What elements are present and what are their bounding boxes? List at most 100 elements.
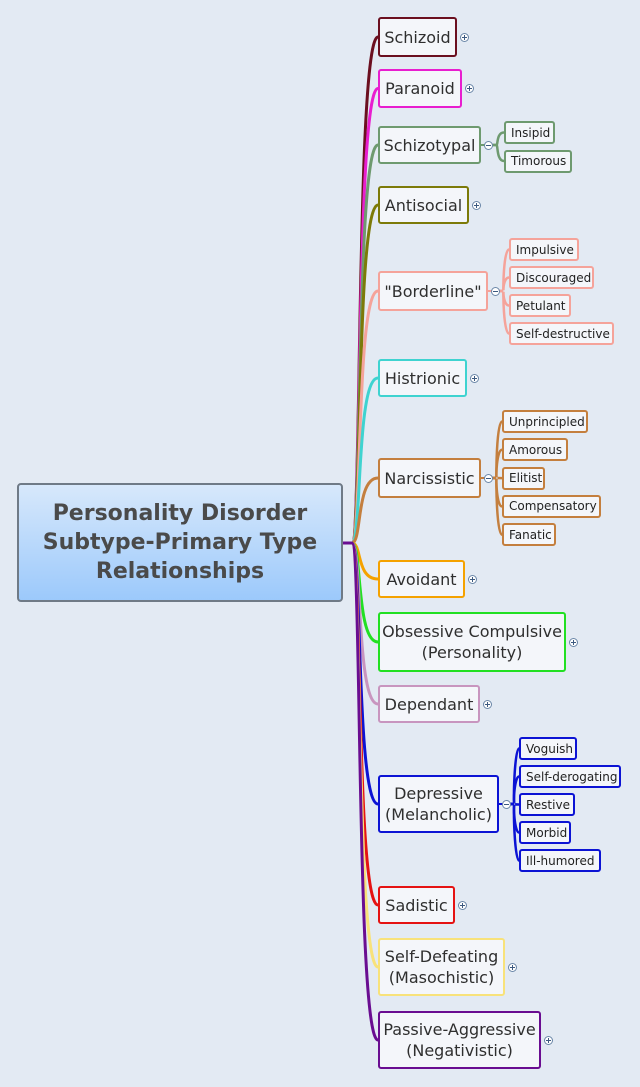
topic-paranoid[interactable]: Paranoid — [378, 69, 462, 108]
topic-label-line: Depressive — [394, 784, 483, 803]
connector-narcissistic — [341, 476, 380, 545]
topic-label: Self-Defeating (Masochistic) — [385, 946, 498, 988]
topic-borderline[interactable]: "Borderline" — [378, 271, 488, 311]
subtopic-connector — [491, 476, 504, 536]
topic-avoidant[interactable]: Avoidant — [378, 560, 465, 598]
subtopic-label: Discouraged — [516, 270, 592, 285]
subtopic-unprincipled[interactable]: Unprincipled — [502, 410, 588, 433]
topic-label: Obsessive Compulsive (Personality) — [382, 621, 562, 663]
topic-label: Narcissistic — [384, 468, 474, 489]
expand-antisocial-icon[interactable] — [472, 200, 481, 210]
topic-label-line: Paranoid — [385, 79, 455, 98]
expand-sadistic-icon[interactable] — [458, 900, 467, 910]
subtopic-self-derogating[interactable]: Self-derogating — [519, 765, 621, 788]
collapse-depressive-icon[interactable] — [502, 799, 511, 809]
topic-obsessive-compulsive[interactable]: Obsessive Compulsive (Personality) — [378, 612, 566, 672]
collapse-borderline-icon[interactable] — [491, 286, 500, 296]
topic-sadistic[interactable]: Sadistic — [378, 886, 455, 924]
central-topic-text: Personality Disorder Subtype-Primary Typ… — [43, 499, 317, 586]
subtopic-elitist[interactable]: Elitist — [502, 466, 545, 490]
subtopic-timorous[interactable]: Timorous — [504, 149, 572, 173]
subtopic-compensatory[interactable]: Compensatory — [502, 494, 601, 518]
topic-label: "Borderline" — [384, 281, 481, 302]
subtopic-fanatic[interactable]: Fanatic — [502, 523, 556, 547]
subtopic-label: Self-derogating — [526, 769, 618, 784]
subtopic-connector — [509, 775, 521, 806]
subtopic-label: Insipid — [511, 125, 551, 140]
subtopic-voguish[interactable]: Voguish — [519, 737, 577, 760]
subtopic-self-destructive[interactable]: Self-destructive — [509, 322, 614, 345]
topic-schizoid[interactable]: Schizoid — [378, 17, 457, 57]
topic-label: Histrionic — [385, 368, 460, 389]
topic-label-line: Schizoid — [384, 27, 451, 47]
subtopic-petulant[interactable]: Petulant — [509, 294, 571, 317]
central-topic-line: Subtype-Primary Type — [42, 530, 318, 555]
topic-label-line: Sadistic — [385, 895, 448, 915]
subtopic-label: Unprincipled — [509, 414, 585, 429]
subtopic-connector — [509, 802, 521, 862]
expand-avoidant-icon[interactable] — [468, 574, 477, 584]
expand-passive-aggressive-icon[interactable] — [544, 1035, 553, 1045]
topic-antisocial[interactable]: Antisocial — [378, 186, 469, 224]
connector-avoidant — [341, 541, 380, 581]
topic-narcissistic[interactable]: Narcissistic — [378, 458, 481, 498]
subtopic-label: Fanatic — [509, 527, 552, 542]
topic-label-line: (Personality) — [421, 643, 523, 662]
subtopic-amorous[interactable]: Amorous — [502, 438, 568, 462]
topic-label-line: "Borderline" — [384, 281, 482, 301]
subtopic-label: Self-destructive — [516, 326, 610, 341]
subtopic-connector — [498, 289, 511, 335]
topic-depressive[interactable]: Depressive(Melancholic) — [378, 775, 499, 833]
subtopic-connector — [491, 143, 506, 163]
subtopic-label: Ill-humored — [526, 853, 595, 868]
topic-label: Antisocial — [385, 195, 462, 216]
topic-label-line: (Negativistic) — [406, 1041, 513, 1060]
topic-label: Schizoid — [384, 27, 450, 48]
collapse-schizotypal-icon[interactable] — [484, 140, 493, 150]
subtopic-label: Restive — [526, 797, 570, 812]
subtopic-restive[interactable]: Restive — [519, 793, 575, 816]
topic-self-defeating[interactable]: Self-Defeating (Masochistic) — [378, 938, 505, 996]
topic-passive-aggressive[interactable]: Passive-Aggressive(Negativistic) — [378, 1011, 541, 1069]
central-topic[interactable]: Personality Disorder Subtype-Primary Typ… — [17, 483, 343, 602]
topic-label-line: Obsessive Compulsive — [382, 622, 562, 641]
collapse-narcissistic-icon[interactable] — [484, 473, 493, 483]
subtopic-ill-humored[interactable]: Ill-humored — [519, 849, 601, 872]
topic-label-line: Self-Defeating — [384, 947, 499, 966]
topic-label-line: Dependant — [384, 694, 474, 714]
topic-label: Schizotypal — [384, 135, 476, 156]
subtopic-label: Compensatory — [509, 499, 597, 514]
expand-dependant-icon[interactable] — [483, 699, 492, 709]
subtopic-label: Timorous — [511, 154, 567, 168]
topic-label-line: Histrionic — [384, 368, 461, 388]
topic-label-line: Antisocial — [384, 195, 463, 215]
subtopic-label: Voguish — [526, 741, 574, 756]
subtopic-morbid[interactable]: Morbid — [519, 821, 571, 844]
subtopic-connector — [498, 276, 511, 293]
expand-schizoid-icon[interactable] — [460, 32, 469, 42]
topic-label: Dependant — [385, 694, 474, 715]
subtopic-label: Morbid — [526, 825, 568, 840]
subtopic-connector — [491, 131, 506, 147]
expand-histrionic-icon[interactable] — [470, 373, 479, 383]
subtopic-impulsive[interactable]: Impulsive — [509, 238, 579, 261]
subtopic-discouraged[interactable]: Discouraged — [509, 266, 594, 289]
topic-label-line: Avoidant — [386, 569, 457, 589]
topic-label-line: Narcissistic — [384, 468, 475, 488]
topic-label: Paranoid — [385, 78, 455, 99]
topic-dependant[interactable]: Dependant — [378, 685, 480, 723]
topic-label: Depressive(Melancholic) — [385, 783, 492, 825]
topic-schizotypal[interactable]: Schizotypal — [378, 126, 481, 164]
expand-self-defeating-icon[interactable] — [508, 962, 517, 972]
expand-obsessive-compulsive-icon[interactable] — [569, 637, 578, 647]
expand-paranoid-icon[interactable] — [465, 84, 474, 93]
subtopic-label: Impulsive — [516, 242, 574, 257]
subtopic-insipid[interactable]: Insipid — [504, 121, 555, 144]
topic-histrionic[interactable]: Histrionic — [378, 359, 467, 397]
topic-label-line: (Masochistic) — [388, 968, 495, 987]
central-topic-line: Personality Disorder — [52, 501, 308, 526]
subtopic-label: Amorous — [509, 442, 563, 457]
topic-label-line: Schizotypal — [383, 135, 476, 155]
connector-passive-aggressive — [341, 541, 380, 1042]
